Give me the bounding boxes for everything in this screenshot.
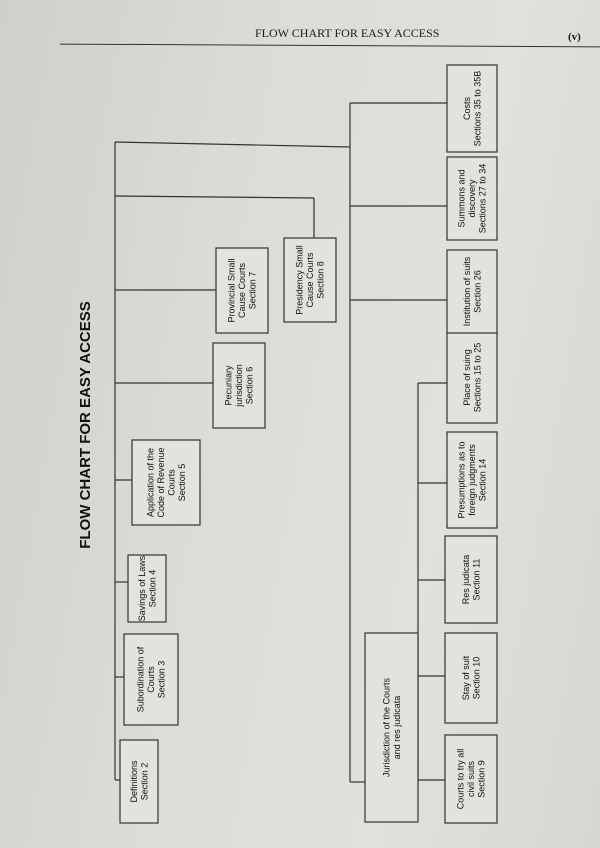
node-label: Savings of Laws	[137, 555, 147, 621]
node-label: Section 4	[147, 570, 157, 608]
node-box	[283, 237, 337, 323]
node-label: Courts	[166, 469, 176, 496]
node-label: Section 5	[177, 464, 187, 502]
node-label: Section 2	[139, 763, 149, 801]
node-label: Definitions	[129, 760, 139, 803]
connectors	[114, 102, 447, 783]
node-label: Res judicata	[461, 555, 471, 605]
node-label: Presidency Small	[295, 245, 305, 315]
node-label: Place of suing	[462, 349, 472, 406]
node-label: Cause Courts	[305, 252, 315, 308]
node-label: Subordination of	[136, 646, 146, 712]
node-label: Courts to try all	[456, 749, 466, 810]
node-box	[212, 342, 266, 429]
node-label: Presumptions as to	[457, 441, 467, 518]
node-label: Jurisdiction of the Courts	[381, 677, 391, 777]
node-label: Application of the	[145, 448, 155, 517]
node-label: discovery	[467, 179, 477, 218]
node-label: Sections 15 to 25	[472, 343, 482, 413]
node-label: Sections 35 to 35B	[472, 71, 482, 147]
node-label: Cause Courts	[237, 262, 247, 318]
node-box	[444, 535, 498, 624]
node-box	[446, 156, 498, 241]
node-label: Costs	[462, 97, 472, 121]
node-box	[446, 249, 498, 334]
connector-line	[114, 141, 351, 148]
node-box	[444, 734, 498, 824]
running-header: FLOW CHART FOR EASY ACCESS	[255, 26, 440, 40]
node-label: and res judicata	[392, 696, 402, 760]
node-box	[446, 331, 498, 424]
node-box	[131, 439, 201, 526]
node-label: Courts	[146, 666, 156, 693]
node-label: Section 14	[478, 459, 488, 502]
node-label: Sections 27 to 34	[478, 164, 488, 234]
node-label: Section 7	[248, 272, 258, 310]
node-box	[123, 633, 179, 726]
node-label: Section 8	[316, 261, 326, 299]
node-box	[215, 247, 269, 334]
node-label: Section 9	[477, 760, 487, 798]
node-label: Pecuniary	[224, 365, 234, 406]
node-label: Section 10	[471, 657, 481, 700]
diagram-title: FLOW CHART FOR EASY ACCESS	[77, 301, 94, 549]
node-box	[446, 431, 498, 529]
node-box	[364, 632, 419, 823]
node-label: Section 26	[472, 270, 482, 313]
node-label: Stay of suit	[461, 655, 471, 700]
node-label: civil suits	[466, 761, 476, 798]
node-label: Provincial Small	[227, 258, 237, 322]
node-label: Section 6	[245, 367, 255, 405]
node-box	[127, 554, 167, 623]
node-label: foreign judgments	[467, 444, 477, 516]
node-label: Summons and	[457, 169, 467, 227]
connector-line	[114, 195, 315, 199]
node-box	[444, 632, 498, 724]
node-label: Code of Revenue	[156, 447, 166, 517]
node-label: Section 3	[157, 661, 167, 699]
page-number: (v)	[568, 31, 581, 43]
node-label: Institution of suits	[462, 256, 472, 326]
node-box	[446, 64, 498, 153]
node-label: Section 11	[471, 559, 481, 601]
node-box	[119, 739, 159, 824]
node-label: jurisdiction	[234, 364, 244, 408]
